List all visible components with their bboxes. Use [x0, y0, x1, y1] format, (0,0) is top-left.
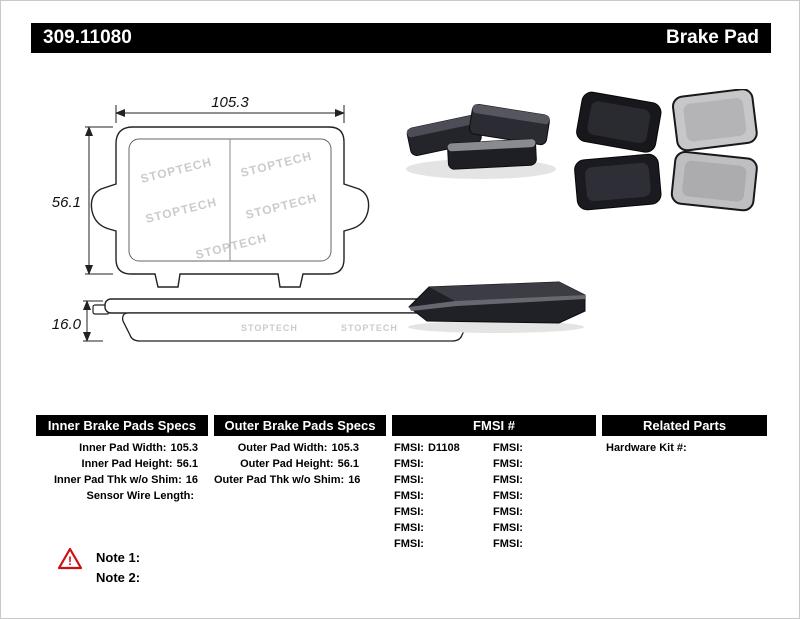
- spec-label: Inner Pad Height:: [81, 458, 173, 470]
- product-photo-pads-grid: [574, 89, 758, 212]
- dimension-width-label: 105.3: [211, 94, 249, 111]
- product-photo-pad-edge: [408, 281, 586, 333]
- spec-row: Sensor Wire Length:: [36, 488, 198, 504]
- fmsi-row: FMSI:: [493, 440, 563, 456]
- fmsi-row: FMSI:: [394, 520, 484, 536]
- spec-value: 105.3: [170, 442, 198, 454]
- fmsi-label: FMSI:: [394, 458, 424, 470]
- spec-label: Inner Pad Thk w/o Shim:: [54, 474, 182, 486]
- note-2: Note 2:: [96, 570, 141, 585]
- fmsi-column-1: FMSI:D1108 FMSI: FMSI: FMSI: FMSI: FMSI:…: [394, 440, 484, 552]
- spec-label: Outer Pad Height:: [240, 458, 334, 470]
- product-photo-pads-angled: [406, 103, 556, 179]
- header-bar: 309.11080 Brake Pad: [31, 23, 771, 53]
- fmsi-row: FMSI:: [493, 488, 563, 504]
- dimension-thickness-label: 16.0: [52, 316, 82, 333]
- spec-row: Outer Pad Width:105.3: [214, 440, 359, 456]
- watermark: STOPTECH: [241, 323, 298, 333]
- note-1: Note 1:: [96, 550, 141, 565]
- dimension-height-label: 56.1: [52, 194, 81, 211]
- warning-icon: !: [57, 547, 83, 570]
- fmsi-label: FMSI:: [493, 522, 523, 534]
- fmsi-label: FMSI:: [493, 506, 523, 518]
- related-row: Hardware Kit #:: [606, 440, 766, 456]
- fmsi-label: FMSI:: [493, 458, 523, 470]
- spec-row: Inner Pad Width:105.3: [36, 440, 198, 456]
- fmsi-label: FMSI:: [394, 474, 424, 486]
- fmsi-column-2: FMSI: FMSI: FMSI: FMSI: FMSI: FMSI: FMSI…: [493, 440, 563, 552]
- fmsi-row: FMSI:D1108: [394, 440, 484, 456]
- fmsi-row: FMSI:: [394, 488, 484, 504]
- spec-value: 56.1: [176, 458, 198, 470]
- spec-label: Outer Pad Width:: [237, 442, 328, 454]
- fmsi-label: FMSI:: [394, 522, 424, 534]
- spec-value: 16: [185, 474, 198, 486]
- inner-specs-header: Inner Brake Pads Specs: [36, 415, 208, 436]
- fmsi-row: FMSI:: [394, 504, 484, 520]
- svg-text:!: !: [68, 554, 72, 568]
- fmsi-row: FMSI:: [493, 456, 563, 472]
- fmsi-row: FMSI:: [394, 456, 484, 472]
- fmsi-label: FMSI:: [394, 506, 424, 518]
- fmsi-label: FMSI:: [394, 442, 424, 454]
- fmsi-label: FMSI:: [493, 474, 523, 486]
- spec-label: Inner Pad Width:: [79, 442, 167, 454]
- spec-row: Outer Pad Thk w/o Shim:16: [214, 472, 361, 488]
- fmsi-label: FMSI:: [493, 442, 523, 454]
- spec-value: 56.1: [337, 458, 359, 470]
- spec-value: 105.3: [331, 442, 359, 454]
- spec-row: Inner Pad Thk w/o Shim:16: [36, 472, 198, 488]
- fmsi-label: FMSI:: [493, 490, 523, 502]
- related-parts-rows: Hardware Kit #:: [606, 440, 766, 456]
- spec-label: Sensor Wire Length:: [86, 490, 194, 502]
- fmsi-row: FMSI:: [493, 520, 563, 536]
- technical-drawing: 105.3 56.1 STOPTECH STOPTECH STOPTECH ST…: [52, 94, 488, 342]
- related-parts-header: Related Parts: [602, 415, 767, 436]
- watermark: STOPTECH: [341, 323, 398, 333]
- fmsi-row: FMSI:: [493, 472, 563, 488]
- outer-specs-rows: Outer Pad Width:105.3 Outer Pad Height:5…: [214, 440, 361, 488]
- fmsi-row: FMSI:: [493, 536, 563, 552]
- fmsi-label: FMSI:: [493, 538, 523, 550]
- product-name: Brake Pad: [666, 27, 759, 48]
- fmsi-row: FMSI:: [394, 536, 484, 552]
- spec-value: 16: [348, 474, 361, 486]
- fmsi-row: FMSI:: [394, 472, 484, 488]
- fmsi-header: FMSI #: [392, 415, 596, 436]
- spec-row: Outer Pad Height:56.1: [214, 456, 359, 472]
- fmsi-label: FMSI:: [394, 490, 424, 502]
- spec-row: Inner Pad Height:56.1: [36, 456, 198, 472]
- outer-specs-header: Outer Brake Pads Specs: [214, 415, 386, 436]
- spec-label: Outer Pad Thk w/o Shim:: [214, 474, 345, 486]
- inner-specs-rows: Inner Pad Width:105.3 Inner Pad Height:5…: [36, 440, 198, 504]
- fmsi-row: FMSI:: [493, 504, 563, 520]
- related-label: Hardware Kit #:: [606, 442, 687, 454]
- fmsi-label: FMSI:: [394, 538, 424, 550]
- part-number: 309.11080: [43, 27, 132, 48]
- fmsi-value: D1108: [427, 442, 460, 454]
